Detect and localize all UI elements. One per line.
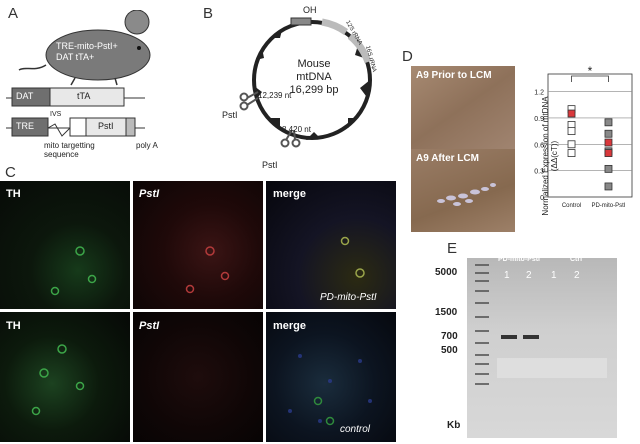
psti-site-1-position: 12,239 nt — [258, 91, 292, 100]
row2-merge-title: merge — [273, 320, 307, 332]
panel-e-label: E — [447, 240, 458, 257]
polya-label: poly A — [136, 141, 158, 150]
panel-d-label: D — [402, 48, 413, 65]
lcm-after-image — [411, 149, 515, 232]
oh-label: OH — [303, 5, 317, 15]
pd-point — [604, 129, 613, 138]
y-tick-label: 0.6 — [534, 142, 544, 149]
ivs-label: IVS — [50, 111, 62, 118]
chart-ylabel: Normalized Expression of mtDNA (ΔΔ(cT)) — [541, 96, 559, 216]
control-point — [567, 140, 576, 149]
plasmid-map — [239, 17, 372, 148]
gel-bands — [475, 264, 607, 385]
mouse-genotype-2: DAT tTA+ — [56, 52, 95, 62]
mouse-ear — [124, 10, 150, 35]
lcm-after-title: A9 After LCM — [416, 153, 479, 164]
y-tick-label: 0.3 — [534, 169, 544, 176]
significance-star: * — [588, 64, 593, 78]
scissors-icon-1 — [239, 91, 259, 111]
transgene-diagram — [6, 87, 145, 137]
ladder-500: 500 — [441, 345, 458, 356]
x-tick-label: PD-mito-PstI — [591, 203, 625, 209]
row2-th-title: TH — [6, 320, 21, 332]
row1-caption: PD-mito-PstI — [320, 292, 377, 303]
mito-sequence-label-2: sequence — [44, 150, 79, 159]
psti-site-2-position: 8,420 nt — [282, 125, 311, 134]
pd-point — [604, 182, 613, 191]
plot-frame — [547, 73, 633, 198]
gel-lane-1: 1 — [504, 270, 510, 281]
micrograph-merge-1 — [266, 181, 396, 309]
micrograph-psti-1 — [133, 181, 263, 309]
control-point — [567, 109, 576, 118]
pd-point — [604, 164, 613, 173]
gel-lane-4: 2 — [574, 270, 580, 281]
y-tick-label: 0.9 — [534, 116, 544, 123]
lcm-before-title: A9 Prior to LCM — [416, 70, 492, 81]
psti-site-2-label: PstI — [262, 160, 278, 170]
ladder-1500: 1500 — [435, 307, 458, 318]
significance-bracket — [571, 75, 609, 82]
tre-box-label: TRE — [16, 121, 34, 131]
panel-b-label: B — [203, 5, 214, 22]
micrograph-th-1 — [0, 181, 130, 309]
y-tick-label: 0 — [540, 195, 544, 202]
mouse-diagram — [18, 10, 151, 86]
row2-caption: control — [340, 424, 371, 435]
band-pd-1 — [501, 335, 517, 339]
gel-lane-3: 1 — [551, 270, 557, 281]
row1-merge-title: merge — [273, 188, 307, 200]
ladder-unit: Kb — [447, 420, 461, 431]
ladder-5000: 5000 — [435, 267, 458, 278]
x-tick-label: Control — [562, 203, 581, 209]
rrna12-region — [321, 18, 349, 35]
band-pd-2 — [523, 335, 539, 339]
mtdna-size: 16,299 bp — [289, 84, 339, 96]
pd-point — [604, 149, 613, 157]
row1-psti-title: PstI — [139, 188, 160, 200]
micrograph-th-2 — [0, 312, 130, 442]
mito-sequence-label-1: mito targetting — [44, 141, 95, 150]
ladder-700: 700 — [441, 331, 458, 342]
micrograph-merge-2 — [266, 312, 396, 442]
gel-lane-2: 2 — [526, 270, 532, 281]
cell-highlights — [31, 236, 372, 426]
dloop-region — [290, 17, 312, 26]
row1-th-title: TH — [6, 188, 21, 200]
psti-box-label: PstI — [98, 121, 114, 131]
dat-box-label: DAT — [16, 91, 34, 101]
panel-a-label: A — [8, 5, 19, 22]
pd-point — [604, 138, 613, 147]
row2-psti-title: PstI — [139, 320, 160, 332]
lcm-captured-cells — [437, 183, 496, 206]
micrograph-psti-2 — [133, 312, 263, 442]
lcm-before-image — [411, 66, 515, 149]
control-point — [567, 127, 576, 136]
rrna16-region — [347, 33, 372, 64]
mouse-genotype-1: TRE-mito-PstI+ — [56, 41, 118, 51]
pd-point — [604, 118, 613, 127]
panel-c-label: C — [5, 164, 16, 181]
gel-image — [467, 258, 617, 438]
gel-group1-label: PD-mito-PstI — [498, 256, 540, 263]
scissors-icon-2 — [280, 129, 301, 148]
psti-site-1-label: PstI — [222, 110, 238, 120]
mtdna-title: Mouse mtDNA — [296, 58, 332, 83]
control-point — [567, 149, 576, 157]
y-tick-label: 1.2 — [534, 90, 544, 97]
gel-group2-label: Ctrl — [570, 256, 583, 263]
tta-box-label: tTA — [77, 91, 91, 101]
